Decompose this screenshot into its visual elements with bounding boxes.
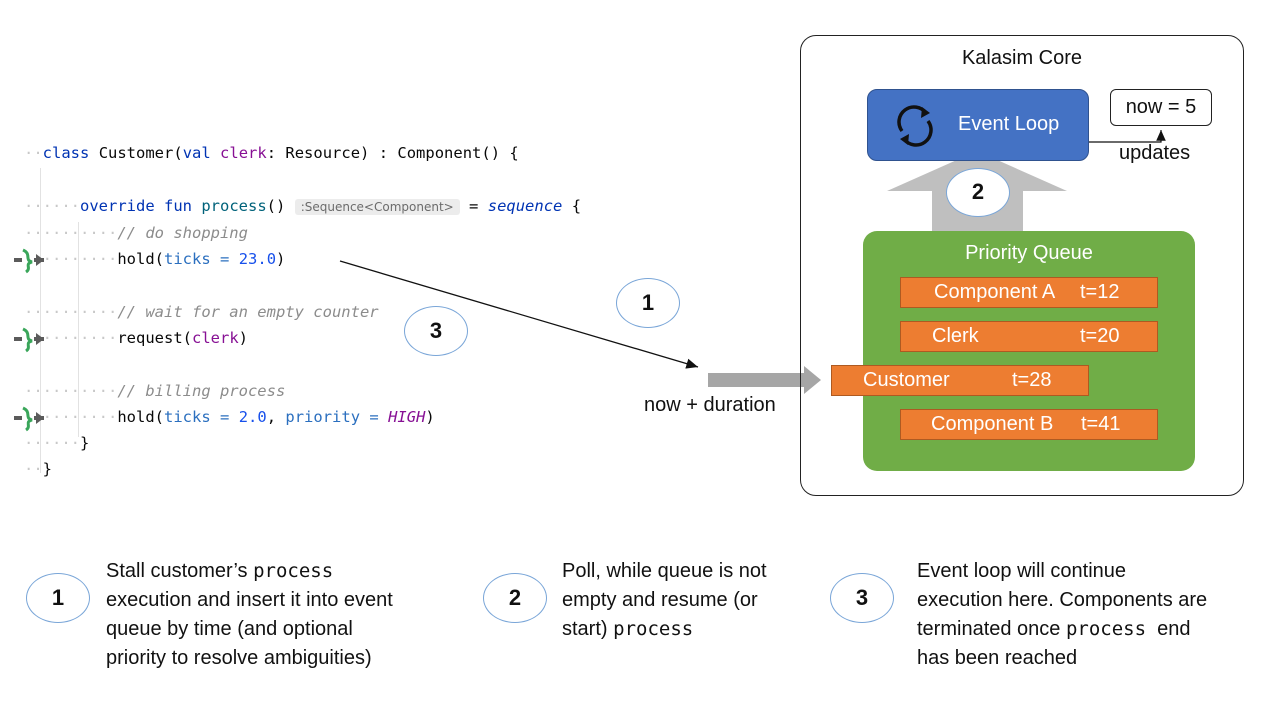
queue-item-name: Customer	[863, 369, 950, 391]
refresh-icon	[897, 105, 933, 147]
insert-arrow	[708, 366, 821, 394]
code-line-10: ··}	[24, 460, 53, 478]
code-line-3: ··········// do shopping	[24, 224, 248, 242]
now-box: now = 5	[1110, 89, 1212, 126]
code-line-8: ··········hold(ticks = 2.0, priority = H…	[24, 408, 435, 426]
queue-item-time: t=20	[1080, 325, 1120, 347]
legend-2-circle: 2	[483, 573, 547, 623]
indent-guide	[40, 168, 41, 473]
queue-item: Component B t=41	[900, 409, 1158, 440]
queue-item: Clerk t=20	[900, 321, 1158, 352]
legend-3-circle: 3	[830, 573, 894, 623]
queue-item-name: Component A	[934, 281, 1056, 303]
code-line-4: ··········hold(ticks = 23.0)	[24, 250, 286, 268]
queue-item: Component A t=12	[900, 277, 1158, 308]
event-loop-box	[867, 89, 1089, 161]
code-line-5: ··········// wait for an empty counter	[24, 303, 379, 321]
queue-item-name: Clerk	[932, 325, 979, 347]
legend-1-text: Stall customer’s process execution and i…	[106, 560, 393, 669]
suspend-call-icon[interactable]	[12, 404, 46, 432]
queue-item-time: t=12	[1080, 281, 1120, 303]
priority-queue-title: Priority Queue	[965, 242, 1093, 264]
kalasim-core-box	[800, 35, 1244, 496]
indent-guide	[78, 222, 79, 437]
step-3-circle: 3	[404, 306, 468, 356]
code-line-1: ··class Customer(val clerk: Resource) : …	[24, 144, 519, 162]
now-duration-label: now + duration	[644, 394, 776, 416]
suspend-arrow-line	[339, 260, 699, 369]
queue-item-time: t=41	[1081, 413, 1121, 435]
code-line-2: ······override fun process() :Sequence<C…	[24, 197, 582, 215]
code-line-9: ······}	[24, 434, 90, 452]
type-hint: :Sequence<Component>	[294, 199, 460, 215]
code-line-6: ··········request(clerk)	[24, 329, 249, 347]
updates-label: updates	[1119, 142, 1191, 164]
legend-2-text: Poll, while queue is not empty and resum…	[562, 560, 767, 640]
updates-connector	[1089, 130, 1166, 143]
legend-1-circle: 1	[26, 573, 90, 623]
code-editor: ··class Customer(val clerk: Resource) : …	[14, 140, 630, 485]
core-title: Kalasim Core	[961, 47, 1083, 69]
queue-item-time: t=28	[1012, 369, 1052, 391]
code-line-7: ··········// billing process	[24, 382, 286, 400]
legend-3-text: Event loop will continue execution here.…	[917, 560, 1208, 669]
queue-item-name: Component B	[931, 413, 1054, 435]
suspend-call-icon[interactable]	[12, 325, 46, 353]
event-loop-label: Event Loop	[958, 113, 1060, 135]
step-1-circle: 1	[616, 278, 680, 328]
queue-item: Customer t=28	[831, 365, 1089, 396]
suspend-call-icon[interactable]	[12, 246, 46, 274]
step-2-circle: 2	[946, 168, 1010, 217]
